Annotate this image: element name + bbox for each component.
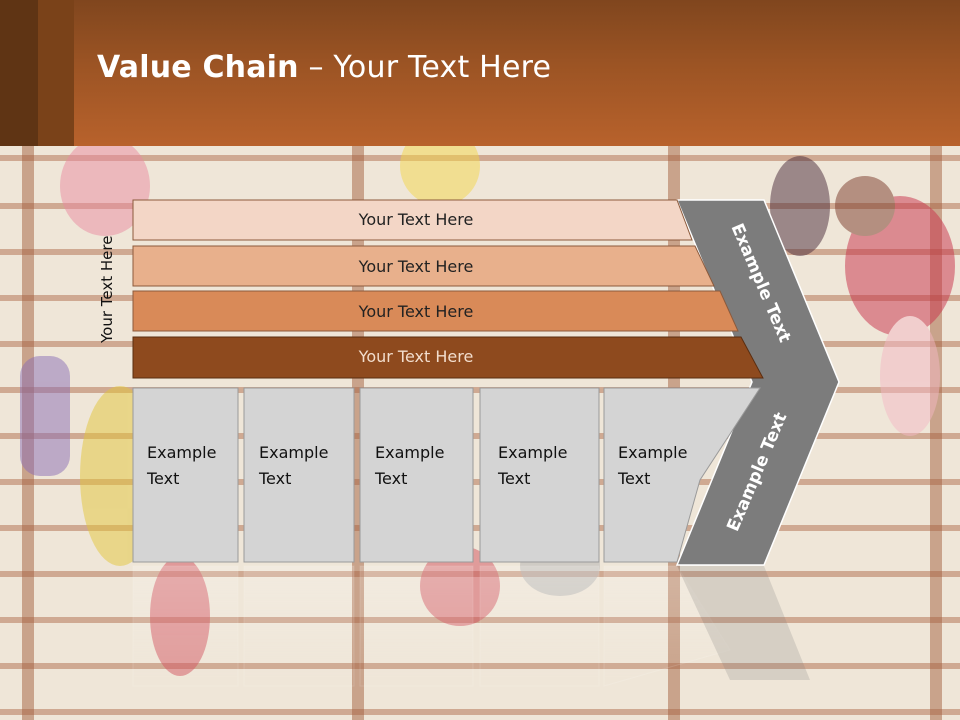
example-box-4-line1: Example xyxy=(498,443,567,462)
title-bar: Value Chain – Your Text Here xyxy=(0,0,960,146)
bar-4-label: Your Text Here xyxy=(358,347,474,366)
example-box-2[interactable]: Example Text xyxy=(243,387,355,563)
slide-title[interactable]: Value Chain – Your Text Here xyxy=(97,50,551,85)
example-box-5-shape xyxy=(603,387,761,563)
title-bar-accent xyxy=(38,0,74,146)
title-bar-accent-dark xyxy=(0,0,38,146)
example-box-5[interactable]: Example Text xyxy=(603,387,761,563)
example-box-5-line2: Text xyxy=(617,469,650,488)
example-box-3-line1: Example xyxy=(375,443,444,462)
example-box-3-line2: Text xyxy=(374,469,407,488)
example-box-1-line2: Text xyxy=(146,469,179,488)
example-box-2-line2: Text xyxy=(258,469,291,488)
example-box-2-line1: Example xyxy=(259,443,328,462)
bar-4[interactable]: Your Text Here xyxy=(132,336,764,379)
example-box-1[interactable]: Example Text xyxy=(132,387,239,563)
bar-1-shape xyxy=(132,199,693,241)
example-box-3[interactable]: Example Text xyxy=(359,387,474,563)
bar-3-shape xyxy=(132,290,739,332)
slide-title-bold: Value Chain xyxy=(97,50,299,85)
bar-2[interactable]: Your Text Here xyxy=(132,245,715,287)
example-box-4-line2: Text xyxy=(497,469,530,488)
example-box-1-shape xyxy=(132,387,239,563)
example-box-1-line1: Example xyxy=(147,443,216,462)
example-box-2-shape xyxy=(243,387,355,563)
example-box-5-line1: Example xyxy=(618,443,687,462)
bar-3[interactable]: Your Text Here xyxy=(132,290,739,332)
example-box-4-shape xyxy=(479,387,600,563)
example-box-3-shape xyxy=(359,387,474,563)
bar-1[interactable]: Your Text Here xyxy=(132,199,693,241)
bar-3-label: Your Text Here xyxy=(358,302,474,321)
bar-1-label: Your Text Here xyxy=(358,210,474,229)
diagram-reflection xyxy=(132,565,810,687)
example-box-4[interactable]: Example Text xyxy=(479,387,600,563)
bar-2-label: Your Text Here xyxy=(358,257,474,276)
slide-title-rest: – Your Text Here xyxy=(298,50,552,85)
bar-2-shape xyxy=(132,245,715,287)
bar-4-shape xyxy=(132,336,764,379)
